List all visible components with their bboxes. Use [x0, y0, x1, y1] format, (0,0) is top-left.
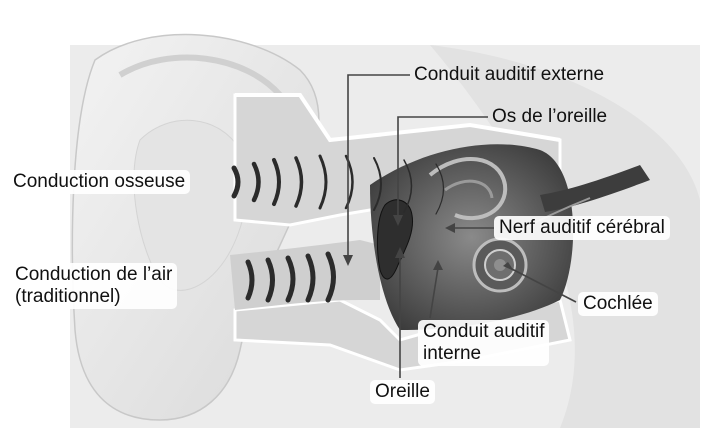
cochlea-shape: [474, 239, 526, 291]
label-conduit-auditif-interne: Conduit auditif interne: [418, 320, 549, 366]
label-conduit-interne-line1: Conduit auditif: [423, 321, 544, 343]
label-cochlee: Cochlée: [578, 292, 658, 316]
label-os-de-l-oreille: Os de l’oreille: [492, 106, 607, 128]
label-conduction-air-line2: (traditionnel): [15, 286, 172, 308]
label-nerf-auditif: Nerf auditif cérébral: [494, 216, 670, 240]
label-oreille: Oreille: [370, 380, 435, 404]
label-conduit-auditif-externe: Conduit auditif externe: [414, 64, 604, 86]
label-conduit-interne-line2: interne: [423, 343, 544, 365]
label-conduction-air-line1: Conduction de l’air: [15, 264, 172, 286]
label-conduction-osseuse: Conduction osseuse: [8, 170, 190, 194]
label-conduction-de-l-air: Conduction de l’air (traditionnel): [10, 263, 177, 309]
